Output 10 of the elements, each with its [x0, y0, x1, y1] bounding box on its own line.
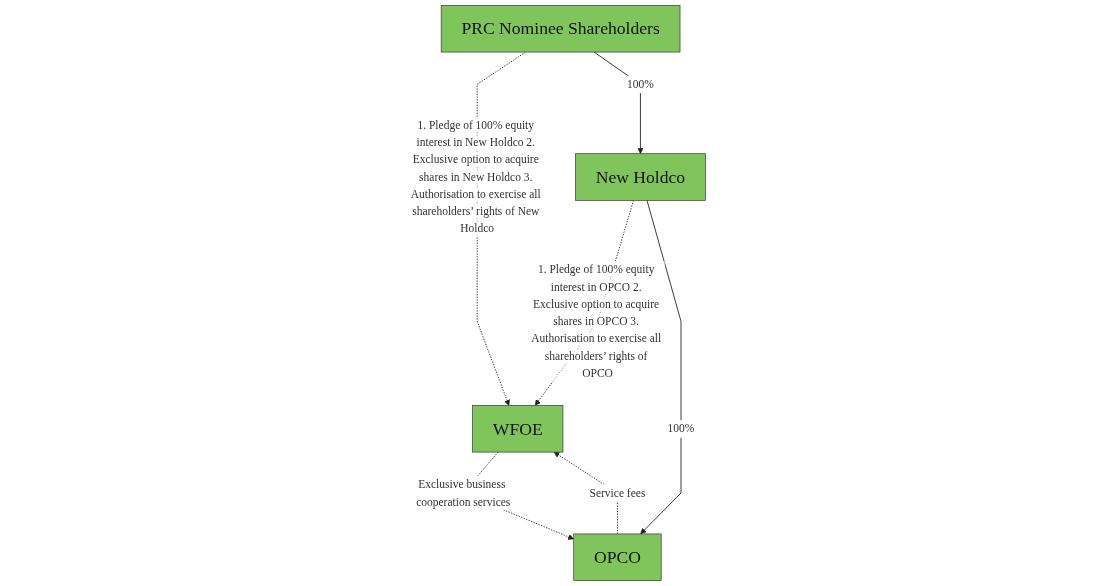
edge-label: Service fees — [589, 486, 646, 500]
edge-label: 100% — [627, 77, 654, 91]
edge-label: Exclusive business cooperation services — [416, 477, 511, 508]
node-box: PRC Nominee Shareholders — [440, 5, 681, 53]
edge-label: 1. Pledge of 100% equity interest in OPCO 2. Exclusive option to acquire shares in OPCO 3. Authorisation to exercise all shareholders’ rights of OPCO — [531, 263, 662, 380]
node-box: WFOE — [472, 405, 564, 453]
edge-label: 1. Pledge of 100% equity interest in New Holdco 2. Exclusive option to acquire shares in New Holdco 3. Authorisation to exercise all shareholders’ rights of New Holdco — [410, 118, 541, 236]
node-box: New Holdco — [575, 153, 706, 201]
edge-label: 100% — [667, 422, 695, 436]
node-box: OPCO — [573, 533, 662, 581]
